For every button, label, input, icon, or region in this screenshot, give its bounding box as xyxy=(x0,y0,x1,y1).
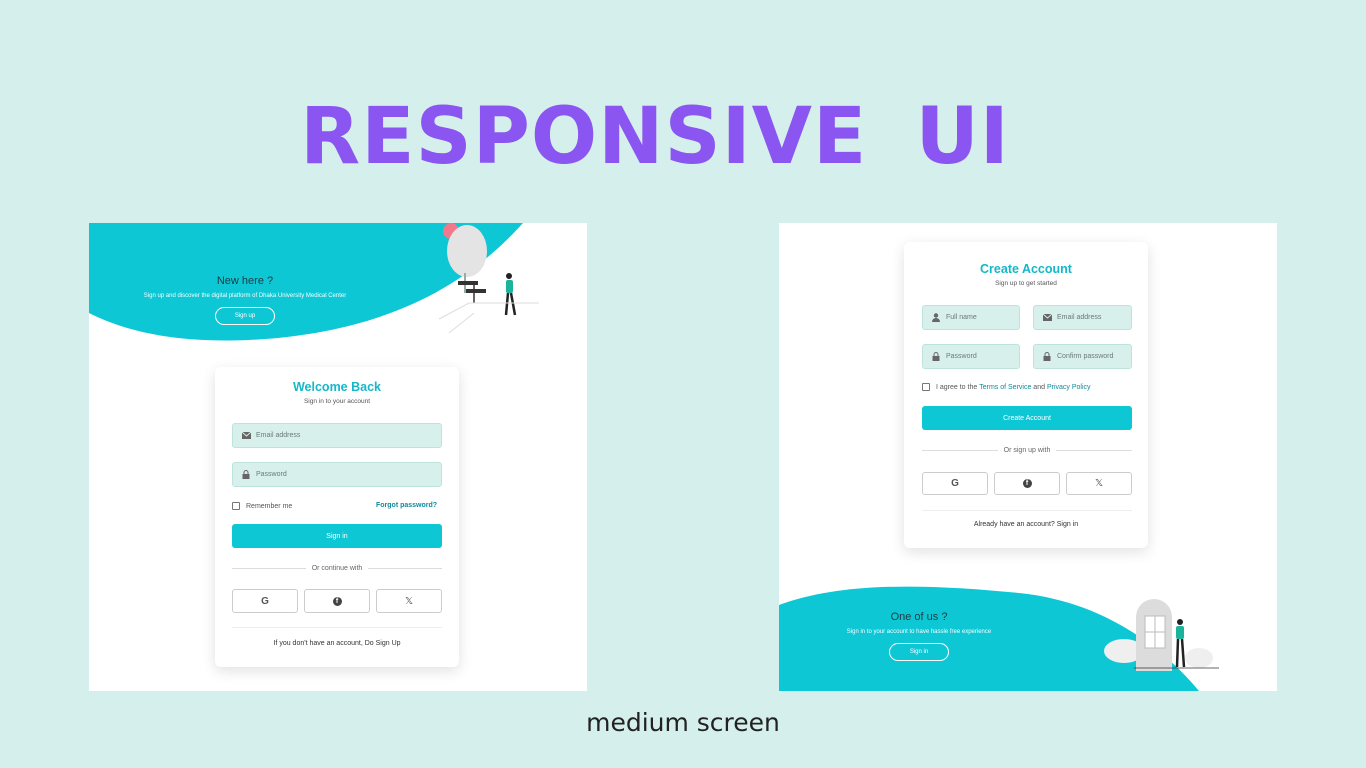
hero-title: New here ? xyxy=(216,275,274,287)
google-icon: G xyxy=(261,595,269,607)
hero-signup-button[interactable]: Sign up xyxy=(215,307,275,325)
continue-divider: Or continue with xyxy=(232,565,442,572)
envelope-icon xyxy=(241,431,251,441)
signin-prompt[interactable]: Already have an account? Sign in xyxy=(973,521,1079,528)
email-field[interactable]: Email address xyxy=(232,423,442,448)
card-subtitle: Sign up to get started xyxy=(995,280,1057,287)
terms-checkbox[interactable] xyxy=(922,383,930,391)
footer-divider xyxy=(922,510,1132,511)
agree-prefix: I agree to the xyxy=(936,383,978,391)
card-title: Create Account xyxy=(980,262,1072,276)
remember-checkbox[interactable] xyxy=(232,502,240,510)
fullname-field[interactable]: Full name xyxy=(922,305,1020,330)
email-field[interactable]: Email address xyxy=(1033,305,1132,330)
card-title: Welcome Back xyxy=(292,380,381,394)
terms-link[interactable]: Terms of Service xyxy=(979,383,1032,391)
x-icon: 𝕏 xyxy=(1094,478,1104,489)
signup-divider: Or sign up with xyxy=(922,447,1132,454)
password-field[interactable]: Password xyxy=(232,462,442,487)
lock-icon xyxy=(241,470,251,480)
create-account-button[interactable]: Create Account xyxy=(922,406,1132,430)
facebook-button[interactable]: f xyxy=(304,589,370,613)
facebook-icon: f xyxy=(1022,479,1032,488)
signup-screen: Create Account Sign up to get started Fu… xyxy=(779,223,1277,691)
terms-agreement: I agree to the Terms of Service and Priv… xyxy=(922,383,1091,391)
signin-card: Welcome Back Sign in to your account Ema… xyxy=(215,367,459,667)
google-icon: G xyxy=(951,478,959,489)
hero-wave xyxy=(89,223,539,341)
divider-text: Or sign up with xyxy=(1003,447,1051,454)
lock-icon xyxy=(1042,352,1052,362)
user-icon xyxy=(931,313,941,323)
confirm-password-field[interactable]: Confirm password xyxy=(1033,344,1132,369)
signup-card: Create Account Sign up to get started Fu… xyxy=(904,242,1148,548)
signup-hero: New here ? Sign up and discover the digi… xyxy=(109,275,381,325)
x-icon: 𝕏 xyxy=(404,595,414,607)
signin-button[interactable]: Sign in xyxy=(232,524,442,548)
hero-subtitle: Sign up and discover the digital platfor… xyxy=(143,293,347,299)
hero-title: One of us ? xyxy=(890,611,948,623)
remember-me[interactable]: Remember me xyxy=(232,502,292,510)
facebook-button[interactable]: f xyxy=(994,472,1060,495)
privacy-link[interactable]: Privacy Policy xyxy=(1046,383,1091,391)
x-button[interactable]: 𝕏 xyxy=(376,589,442,613)
page-caption: medium screen xyxy=(586,708,780,737)
hero-wave-bottom xyxy=(779,586,1219,691)
google-button[interactable]: G xyxy=(232,589,298,613)
google-button[interactable]: G xyxy=(922,472,988,495)
forgot-password-link[interactable]: Forgot password? xyxy=(376,502,438,509)
hero-signin-button[interactable]: Sign in xyxy=(889,643,949,661)
password-placeholder: Password xyxy=(946,353,977,360)
password-placeholder: Password xyxy=(256,471,287,478)
hero-subtitle: Sign in to your account to have hassle f… xyxy=(846,629,992,635)
divider-text: Or continue with xyxy=(311,565,363,572)
signin-screen: New here ? Sign up and discover the digi… xyxy=(89,223,587,691)
envelope-icon xyxy=(1042,313,1052,323)
facebook-icon: f xyxy=(332,596,342,606)
footer-divider xyxy=(232,627,442,628)
x-button[interactable]: 𝕏 xyxy=(1066,472,1132,495)
signin-hero: One of us ? Sign in to your account to h… xyxy=(819,611,1019,661)
signup-prompt[interactable]: If you don't have an account, Do Sign Up xyxy=(273,640,401,647)
remember-label: Remember me xyxy=(246,502,293,510)
agree-and: and xyxy=(1033,383,1045,391)
email-placeholder: Email address xyxy=(1057,314,1102,321)
lock-icon xyxy=(931,352,941,362)
confirm-placeholder: Confirm password xyxy=(1057,353,1114,360)
card-subtitle: Sign in to your account xyxy=(303,398,371,405)
page-headline: RESPONSIVE UI xyxy=(300,92,1010,182)
fullname-placeholder: Full name xyxy=(946,314,977,321)
password-field[interactable]: Password xyxy=(922,344,1020,369)
email-placeholder: Email address xyxy=(256,432,301,439)
